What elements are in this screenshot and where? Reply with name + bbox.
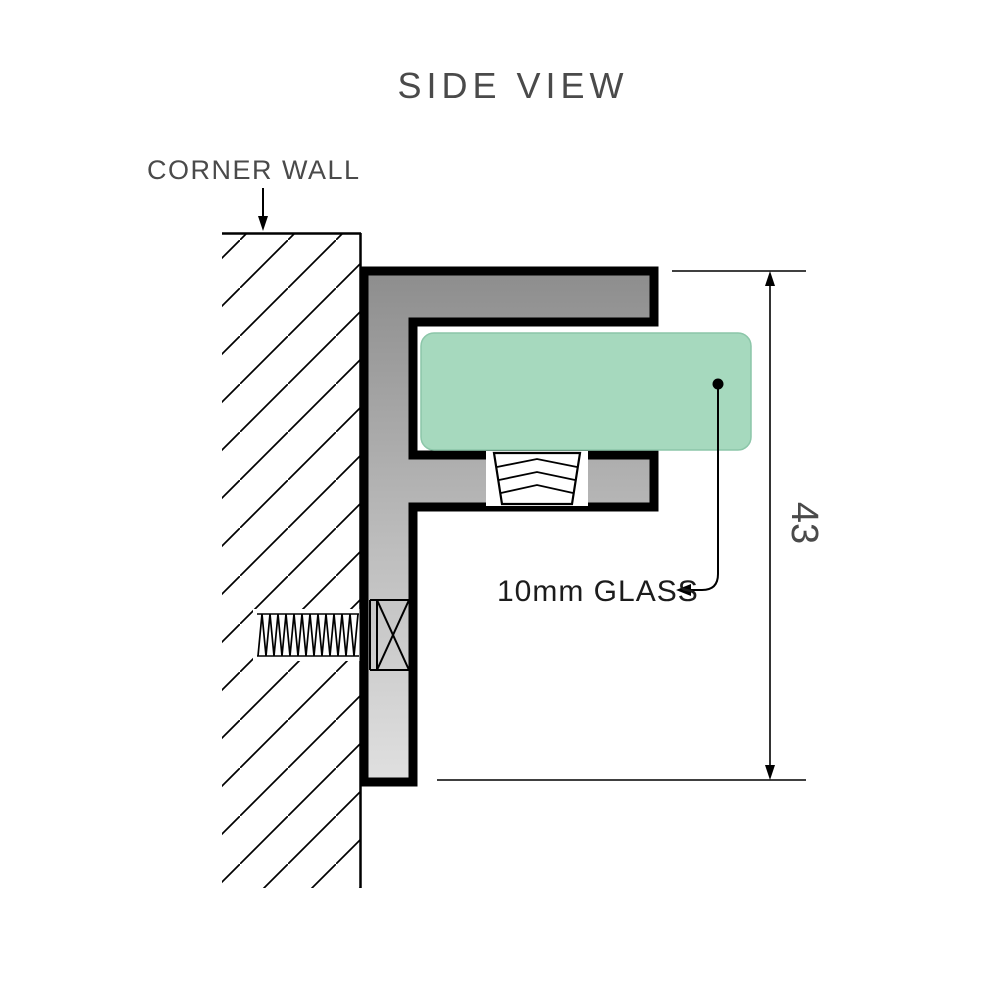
grub-screw-thread-2	[498, 471, 576, 481]
dimension-value: 43	[783, 502, 825, 544]
corner-wall-section	[222, 232, 362, 888]
grub-screw-thread-1	[496, 458, 578, 468]
glass-leader-dot	[712, 378, 724, 390]
wall-screw	[253, 609, 363, 661]
screw-head-section	[369, 599, 410, 671]
glass-panel-edge	[420, 332, 752, 451]
glass-callout: 10mm GLASS	[497, 378, 724, 608]
dimension-arrowhead-top-icon	[765, 271, 775, 286]
clamp-bracket-profile	[359, 266, 659, 787]
wall-screw-thread-coil	[257, 613, 359, 657]
dimension-arrowhead-bottom-icon	[765, 765, 775, 780]
corner-wall-callout: CORNER WALL	[147, 155, 361, 231]
grub-screw	[486, 451, 588, 506]
glass-label: 10mm GLASS	[497, 575, 699, 608]
glass-panel	[421, 333, 751, 450]
page-title: SIDE VIEW	[397, 65, 628, 106]
corner-wall-label: CORNER WALL	[147, 155, 361, 185]
clamp-bracket	[359, 266, 659, 787]
grub-screw-threads	[496, 458, 578, 494]
grub-screw-thread-3	[500, 484, 574, 494]
glass-leader-line	[691, 389, 719, 591]
grub-screw-body	[492, 451, 582, 506]
dimension-43: 43	[437, 270, 825, 781]
corner-wall-arrowhead-icon	[258, 216, 268, 231]
glass-leader-arrowhead-icon	[676, 584, 691, 596]
screw-head-cross-line-2	[376, 599, 410, 671]
wall-hatching	[222, 233, 360, 888]
